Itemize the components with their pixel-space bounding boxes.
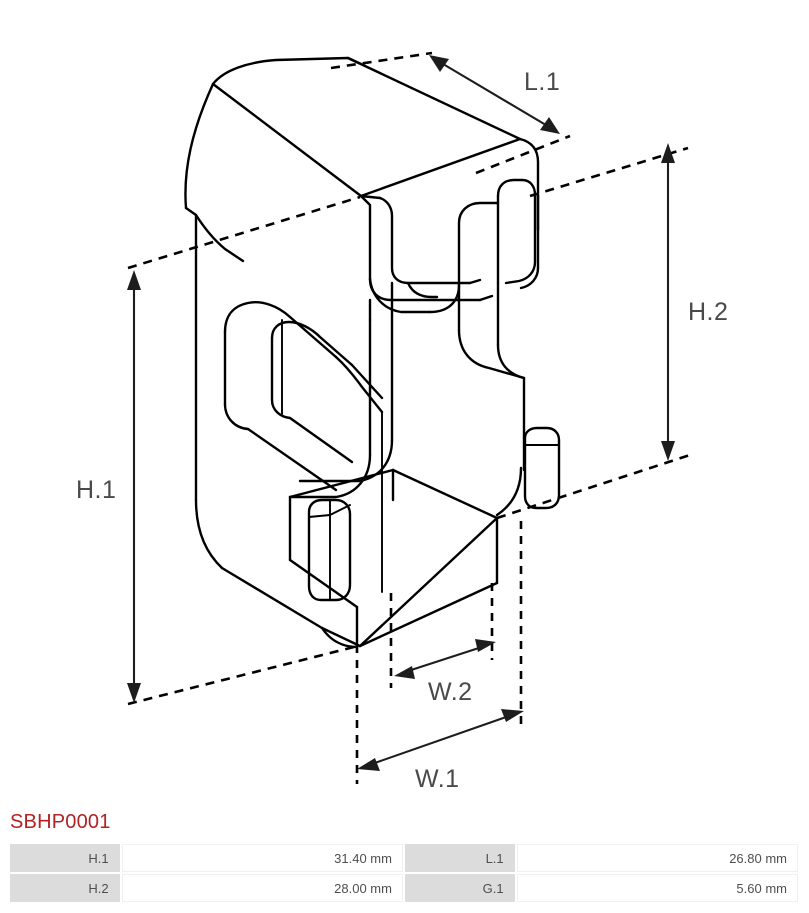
spec-value-h2: 28.00 mm bbox=[121, 874, 403, 902]
spec-value-g1: 5.60 mm bbox=[516, 874, 798, 902]
part-outline bbox=[184, 56, 561, 649]
dimension-h2: H.2 bbox=[661, 143, 728, 461]
table-row: H.1 31.40 mm L.1 26.80 mm bbox=[10, 844, 798, 872]
part-number: SBHP0001 bbox=[10, 811, 111, 833]
spec-key-l1: L.1 bbox=[404, 844, 515, 872]
dimension-label-w2: W.2 bbox=[428, 678, 473, 706]
technical-drawing: L.1 H.2 H.1 W.2 bbox=[76, 51, 728, 793]
dimension-label-h1: H.1 bbox=[76, 476, 116, 504]
dimension-w2: W.2 bbox=[394, 639, 496, 706]
dimension-h1: H.1 bbox=[76, 270, 141, 703]
spec-key-g1: G.1 bbox=[404, 874, 515, 902]
table-row: H.2 28.00 mm G.1 5.60 mm bbox=[10, 874, 798, 902]
dimension-label-w1: W.1 bbox=[415, 765, 460, 793]
dimension-l1: L.1 bbox=[429, 55, 560, 134]
dimension-label-l1: L.1 bbox=[524, 68, 560, 96]
spec-key-h1: H.1 bbox=[10, 844, 120, 872]
dimension-label-h2: H.2 bbox=[688, 298, 728, 326]
specification-table: H.1 31.40 mm L.1 26.80 mm H.2 28.00 mm G… bbox=[8, 842, 800, 904]
spec-key-h2: H.2 bbox=[10, 874, 120, 902]
dimension-w1: W.1 bbox=[357, 709, 524, 793]
spec-value-h1: 31.40 mm bbox=[121, 844, 403, 872]
spec-value-l1: 26.80 mm bbox=[516, 844, 798, 872]
extension-lines bbox=[127, 51, 691, 784]
